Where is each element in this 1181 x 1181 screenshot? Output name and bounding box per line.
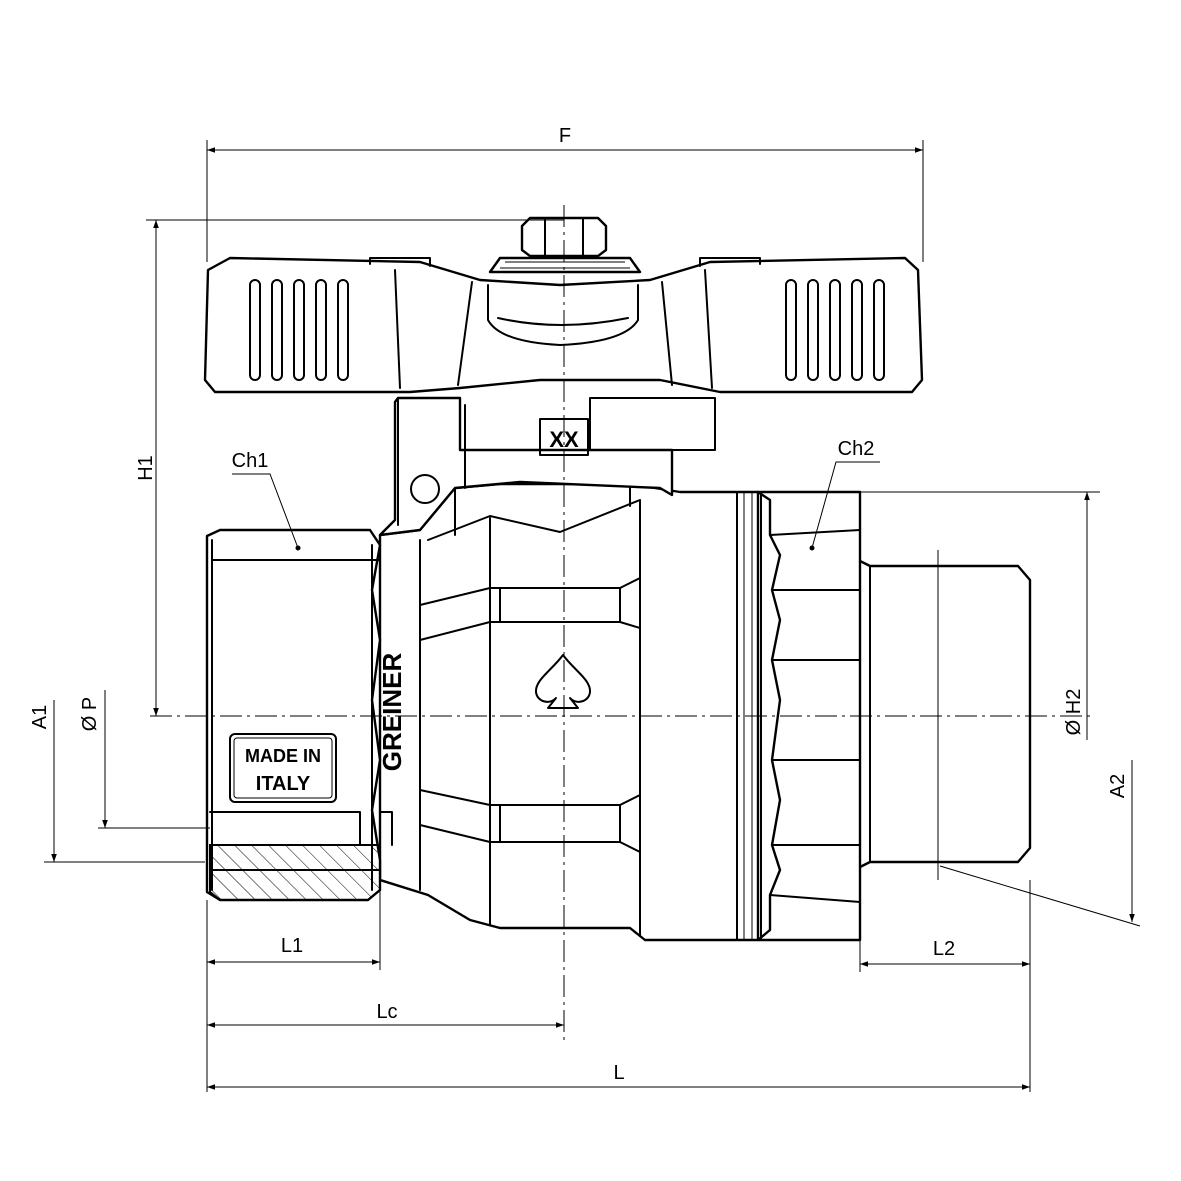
thread-section-hatch [209,844,381,901]
stem-washer [488,256,642,274]
dim-Ch1-label: Ch1 [232,450,269,472]
dim-F-label: F [559,125,571,147]
valve-main-body [378,482,760,942]
dim-A2-label: A2 [1107,774,1129,798]
stop-pin [410,474,440,504]
valve-body-group: XX MADE IN ITALY GREINER [203,216,1032,942]
grip-ribs-right [785,279,885,381]
dim-L-label: L [613,1062,624,1084]
dim-H2-label: Ø H2 [1063,689,1085,736]
dim-A1-label: A1 [29,705,51,729]
dim-Lc-label: Lc [376,1001,397,1023]
dim-H1-label: H1 [135,455,157,481]
dim-Ch2-label: Ch2 [838,438,875,460]
dimension-lines [44,140,1141,1092]
made-in-italy-badge [229,733,337,803]
stem-housing [378,396,674,537]
origin-line-2: ITALY [256,773,311,795]
stem-nut [520,216,608,258]
male-thread-end [856,558,1032,870]
dim-P-label: Ø P [79,697,101,731]
grip-ribs-left [249,279,349,381]
origin-line-1: MADE IN [245,746,321,766]
dim-L2-label: L2 [933,938,955,960]
spade-emblem [535,654,591,709]
dim-L1-label: L1 [281,935,303,957]
dimension-labels: F H1 Ch1 Ch2 A1 Ø P Ø H2 A2 L1 L2 Lc L [29,125,1129,1084]
brand-mark: GREINER [377,653,407,772]
